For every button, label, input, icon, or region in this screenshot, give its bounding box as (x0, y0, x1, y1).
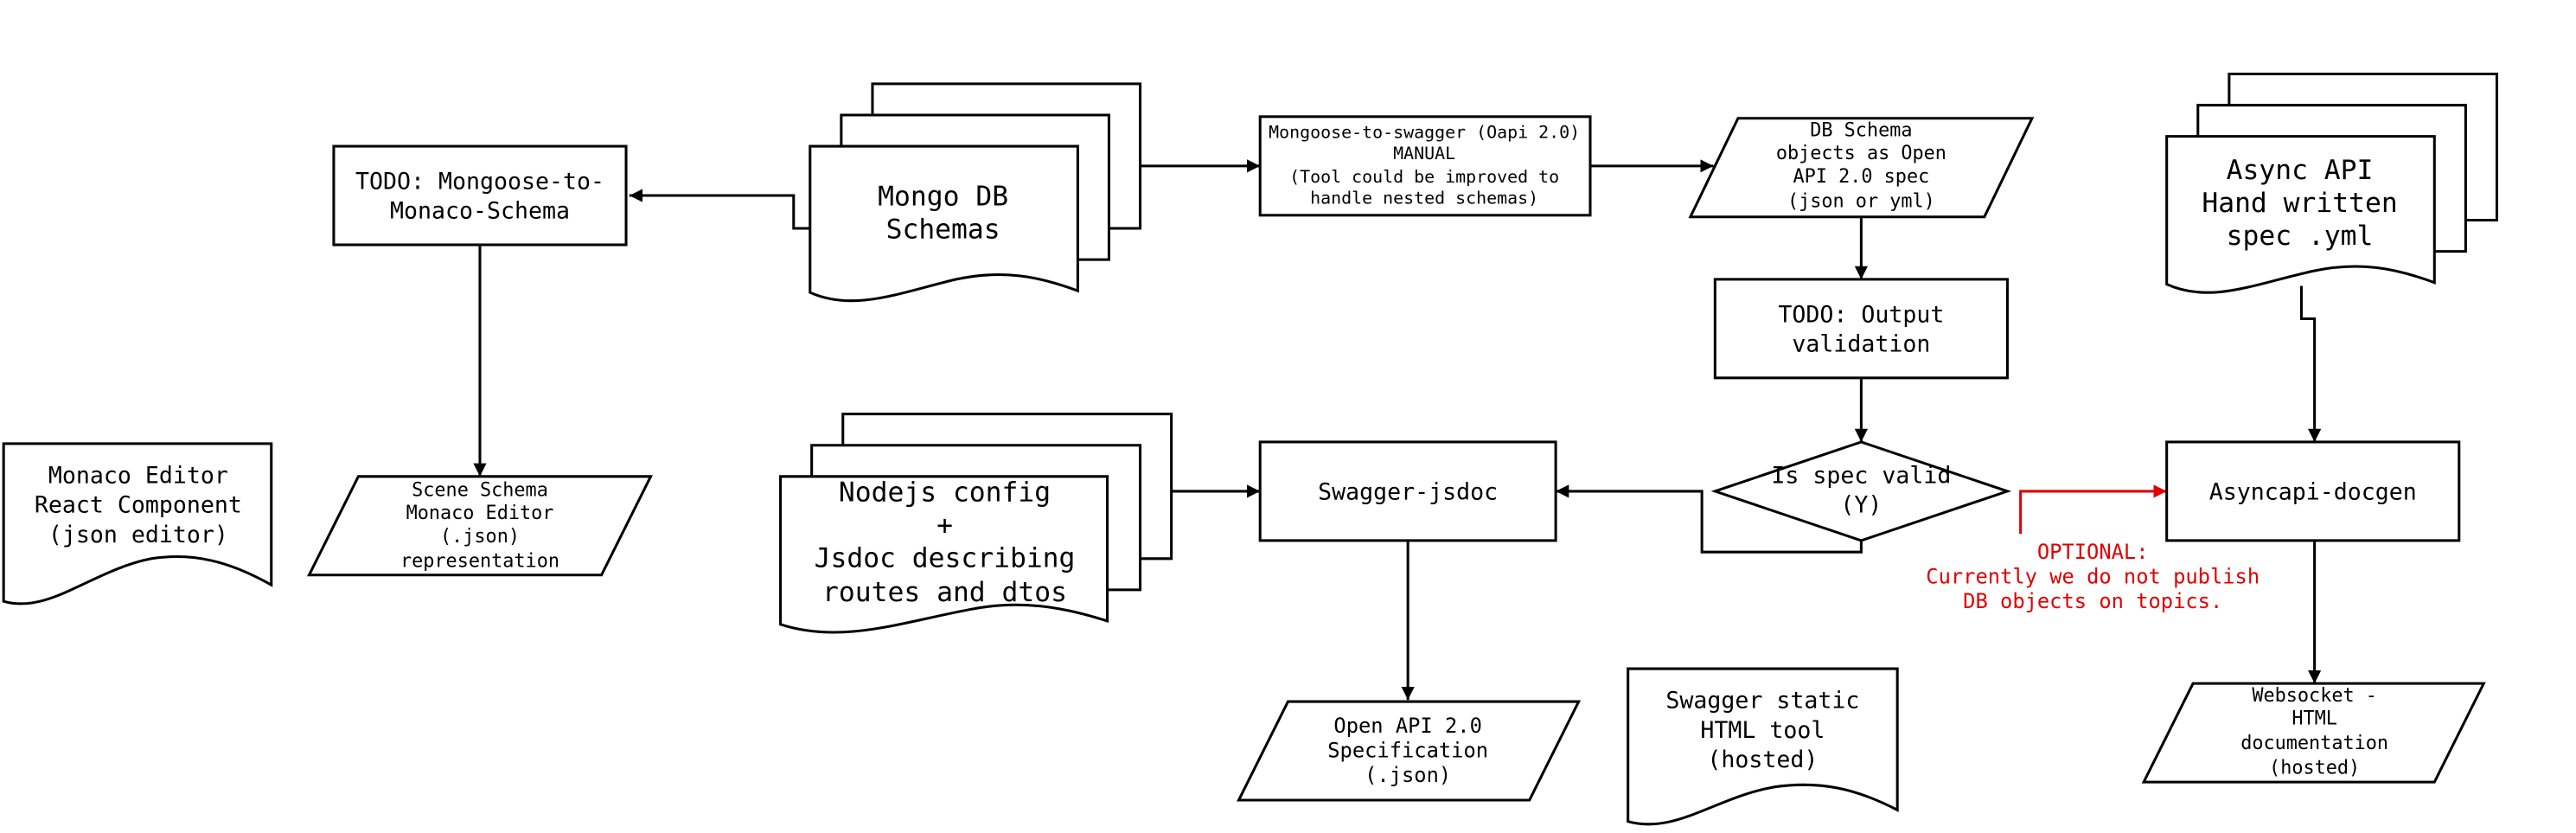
node-db-schema-openapi-line-2: objects as Open (1776, 143, 1946, 164)
node-scene-schema-line-4: representation (400, 550, 559, 572)
node-mongoose-to-monaco-schema-line-2: Monaco-Schema (390, 198, 570, 225)
node-mongoose-to-swagger-line-1: Mongoose-to-swagger (Oapi 2.0) (1269, 122, 1580, 143)
node-monaco-editor-component-line-2: React Component (35, 492, 242, 519)
node-mongoose-to-swagger-line-4: handle nested schemas) (1310, 188, 1538, 208)
node-scene-schema-line-1: Scene Schema (412, 480, 548, 502)
node-mongo-db-schemas: Mongo DB Schemas (809, 82, 1142, 303)
node-mongoose-to-monaco-schema: TODO: Mongoose-to- Monaco-Schema (332, 144, 628, 247)
node-nodejs-config-line-3: Jsdoc describing (815, 542, 1076, 573)
node-spec-valid-decision: Is spec valid (Y) (1710, 440, 2012, 542)
node-openapi-spec-line-2: Specification (1327, 739, 1488, 763)
node-async-api-spec-line-1: Async API (2227, 155, 2374, 186)
node-mongoose-to-swagger: Mongoose-to-swagger (Oapi 2.0) MANUAL (T… (1258, 115, 1592, 217)
node-monaco-editor-component-line-3: (json editor) (48, 522, 228, 548)
node-swagger-static-line-2: HTML tool (1700, 717, 1825, 744)
optional-note-line-3: DB objects on topics. (1963, 589, 2222, 613)
node-scene-schema: Scene Schema Monaco Editor (.json) repre… (306, 475, 653, 577)
node-mongo-db-schemas-line-2: Schemas (886, 214, 1000, 245)
edge-async-api-to-asyncapi-docgen (2299, 285, 2322, 442)
node-websocket-docs: Websocket - HTML documentation (hosted) (2141, 682, 2486, 784)
node-output-validation-line-2: validation (1792, 330, 1930, 357)
node-mongoose-to-monaco-schema-line-1: TODO: Mongoose-to- (355, 168, 604, 195)
node-spec-valid-line-2: (Y) (1840, 492, 1882, 519)
node-async-api-spec: Async API Hand written spec .yml (2165, 72, 2498, 294)
node-asyncapi-docgen: Asyncapi-docgen (2165, 440, 2461, 542)
node-nodejs-config-line-1: Nodejs config (839, 477, 1051, 508)
edge-mongo-to-mongoose-monaco (629, 189, 810, 230)
node-openapi-spec-line-1: Open API 2.0 (1333, 714, 1481, 738)
node-monaco-editor-component: Monaco Editor React Component (json edit… (2, 442, 273, 606)
edges (473, 159, 2322, 701)
node-scene-schema-line-3: (.json) (440, 526, 520, 548)
node-nodejs-config: Nodejs config + Jsdoc describing routes … (779, 413, 1173, 634)
node-monaco-editor-component-line-1: Monaco Editor (48, 462, 228, 489)
node-output-validation-line-1: TODO: Output (1778, 301, 1944, 328)
node-db-schema-openapi: DB Schema objects as Open API 2.0 spec (… (1688, 117, 2035, 219)
node-openapi-spec-line-3: (.json) (1365, 763, 1451, 787)
node-mongoose-to-swagger-line-2: MANUAL (1393, 143, 1455, 163)
optional-note-line-1: OPTIONAL: (2037, 540, 2149, 564)
node-db-schema-openapi-line-3: API 2.0 spec (1793, 166, 1930, 188)
node-websocket-docs-line-1: Websocket - (2252, 685, 2377, 707)
edge-spec-valid-optional-to-asyncapi-docgen (2019, 484, 2167, 535)
node-openapi-spec: Open API 2.0 Specification (.json) (1237, 700, 1582, 802)
node-swagger-jsdoc: Swagger-jsdoc (1258, 440, 1557, 542)
node-mongoose-to-swagger-line-3: (Tool could be improved to (1289, 166, 1559, 187)
edge-spec-valid-to-swagger-jsdoc (1556, 484, 1863, 554)
node-websocket-docs-line-4: (hosted) (2269, 758, 2360, 779)
node-db-schema-openapi-line-4: (json or yml) (1787, 190, 1935, 212)
node-spec-valid-line-1: Is spec valid (1771, 462, 1951, 489)
node-websocket-docs-line-3: documentation (2240, 733, 2388, 754)
optional-note: OPTIONAL: Currently we do not publish DB… (1926, 540, 2260, 613)
node-nodejs-config-line-4: routes and dtos (822, 577, 1067, 608)
node-async-api-spec-line-3: spec .yml (2227, 221, 2374, 252)
node-scene-schema-line-2: Monaco Editor (406, 503, 554, 524)
node-async-api-spec-line-2: Hand written (2202, 188, 2397, 219)
node-mongo-db-schemas-line-1: Mongo DB (878, 181, 1008, 212)
optional-note-line-2: Currently we do not publish (1926, 564, 2260, 588)
node-asyncapi-docgen-line-1: Asyncapi-docgen (2209, 478, 2417, 505)
node-swagger-jsdoc-line-1: Swagger-jsdoc (1318, 478, 1498, 505)
node-output-validation: TODO: Output validation (1713, 278, 2009, 380)
node-db-schema-openapi-line-1: DB Schema (1810, 120, 1912, 142)
node-nodejs-config-line-2: + (936, 509, 953, 541)
node-swagger-static-line-1: Swagger static (1665, 688, 1859, 714)
node-websocket-docs-line-2: HTML (2292, 708, 2337, 730)
node-swagger-static: Swagger static HTML tool (hosted) (1627, 667, 1899, 826)
node-swagger-static-line-3: (hosted) (1707, 746, 1818, 773)
